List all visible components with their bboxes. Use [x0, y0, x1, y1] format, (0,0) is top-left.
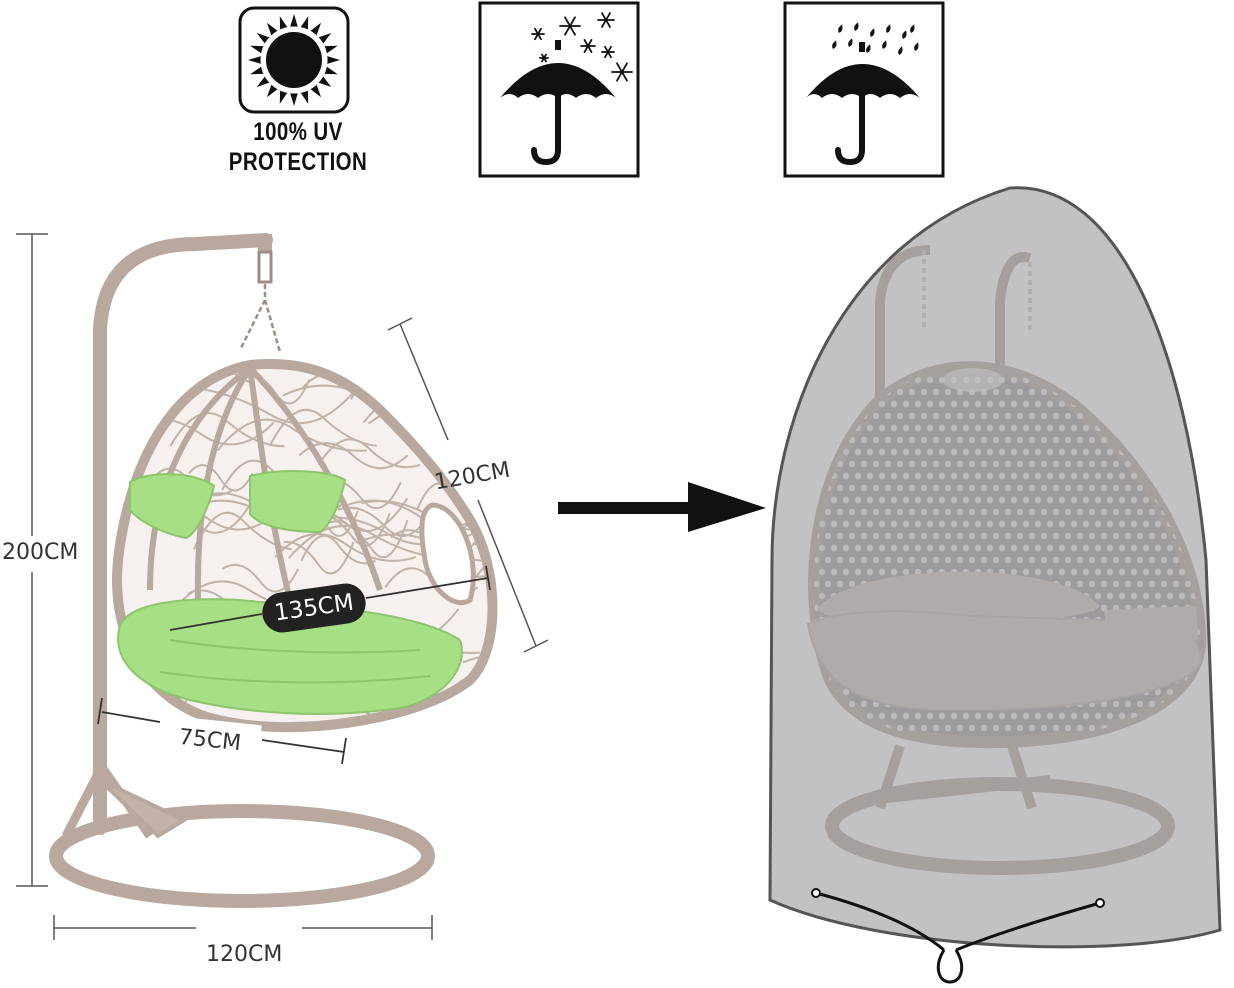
- arrow-right-icon: [558, 482, 766, 532]
- covered-chair: [768, 186, 1222, 984]
- umbrella-rain-icon: [783, 1, 945, 178]
- base-width-dimension-label: 120CM: [206, 942, 283, 967]
- uv-badge-line1: 100% UV: [253, 118, 343, 146]
- sun-icon: [238, 6, 350, 114]
- uv-badge-line2: PROTECTION: [228, 148, 368, 176]
- umbrella-snow-icon: [478, 1, 640, 178]
- height-dimension-label: 200CM: [2, 540, 79, 565]
